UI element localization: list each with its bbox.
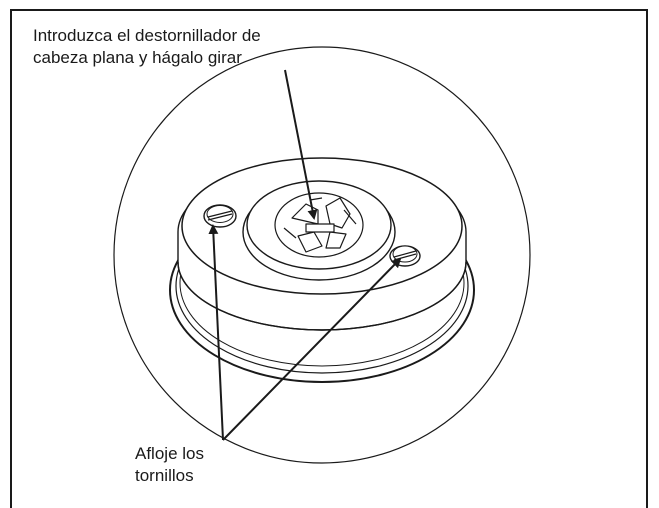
- callout-screws: Afloje los tornillos: [135, 443, 204, 487]
- screw-left: [203, 204, 237, 228]
- leader-arrows: [208, 69, 402, 441]
- callout-screwdriver-line2: cabeza plana y hágalo girar: [33, 48, 242, 67]
- screw-right: [389, 245, 421, 267]
- screwdriver-slot: [283, 197, 357, 253]
- ceiling-outline: [113, 46, 531, 464]
- arrow-screw-left: [208, 224, 224, 441]
- callout-screwdriver-line1: Introduzca el destornillador de: [33, 26, 261, 45]
- callout-screws-line2: tornillos: [135, 466, 194, 485]
- callout-screws-line1: Afloje los: [135, 444, 204, 463]
- diagram-border: [10, 9, 648, 508]
- arrow-screwdriver: [284, 69, 318, 220]
- callout-screwdriver: Introduzca el destornillador de cabeza p…: [33, 25, 261, 69]
- arrow-screw-right: [222, 257, 402, 441]
